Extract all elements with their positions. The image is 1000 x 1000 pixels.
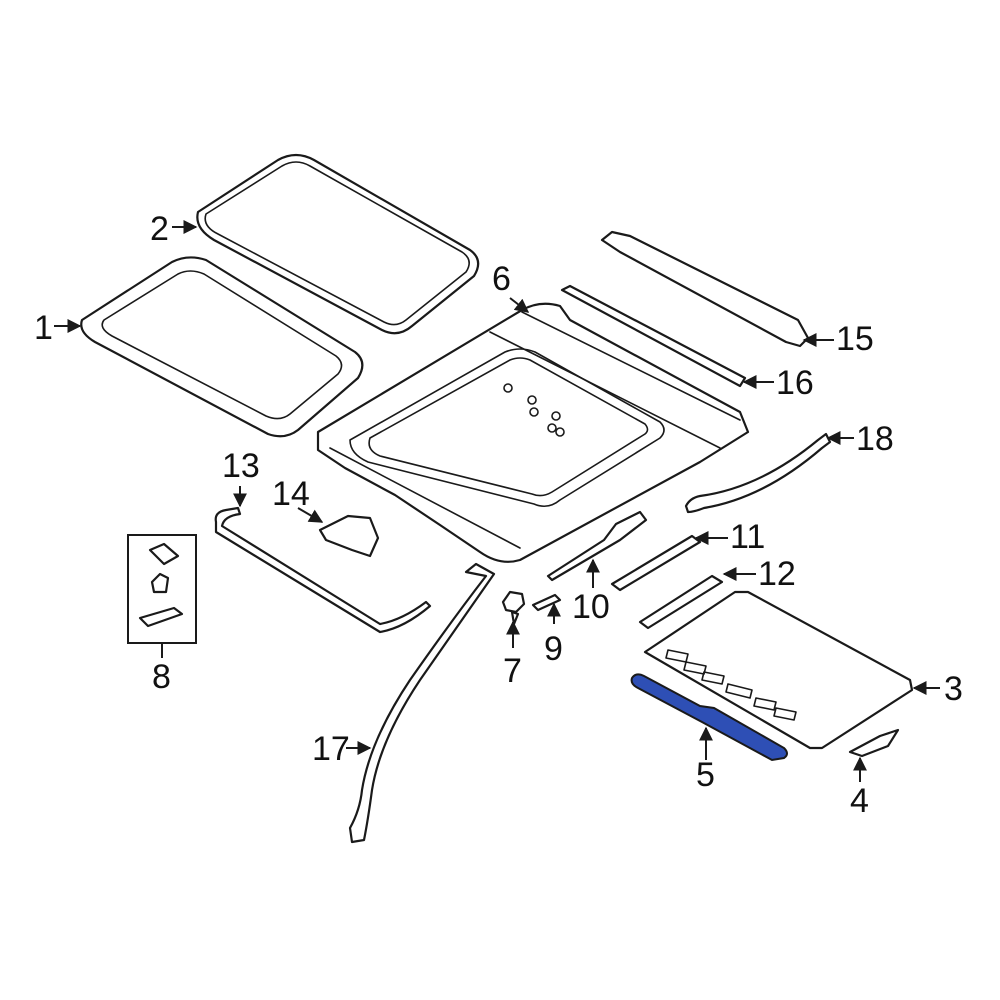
part-11-guide-rail[interactable] — [610, 534, 702, 592]
callout-15[interactable]: 15 — [836, 320, 874, 358]
callout-17[interactable]: 17 — [312, 730, 350, 768]
callout-2[interactable]: 2 — [150, 210, 169, 248]
part-5-sunshade-handle[interactable] — [630, 673, 788, 762]
callout-lines — [54, 220, 940, 782]
callout-labels: 1 2 3 4 5 6 7 8 9 10 11 12 13 14 15 16 1… — [34, 210, 963, 820]
callout-6[interactable]: 6 — [492, 260, 511, 298]
callout-16[interactable]: 16 — [776, 364, 814, 402]
part-7-bolt[interactable] — [501, 590, 526, 626]
callout-7[interactable]: 7 — [503, 652, 522, 690]
part-1-glass-panel[interactable] — [80, 256, 364, 438]
callout-11[interactable]: 11 — [730, 518, 765, 556]
callout-14[interactable]: 14 — [272, 475, 310, 513]
part-9-clip[interactable] — [531, 593, 562, 612]
callout-13[interactable]: 13 — [222, 447, 260, 485]
callout-18[interactable]: 18 — [856, 420, 894, 458]
callout-5[interactable]: 5 — [696, 756, 715, 794]
part-12-guide-rail[interactable] — [638, 574, 724, 630]
part-6-sunroof-frame[interactable] — [316, 302, 750, 563]
part-2-seal[interactable] — [196, 153, 480, 335]
part-4-bracket[interactable] — [848, 728, 900, 758]
part-17-drain-hose[interactable] — [348, 562, 496, 844]
callout-3[interactable]: 3 — [944, 670, 963, 708]
part-3-sunshade[interactable] — [643, 590, 914, 750]
callout-4[interactable]: 4 — [850, 782, 869, 820]
callout-10[interactable]: 10 — [572, 588, 610, 626]
callout-9[interactable]: 9 — [544, 630, 563, 668]
callout-1[interactable]: 1 — [34, 309, 53, 347]
part-10-rail-bracket[interactable] — [546, 510, 648, 582]
part-8-clip-set[interactable] — [127, 534, 197, 644]
callout-8[interactable]: 8 — [152, 658, 171, 696]
callout-12[interactable]: 12 — [758, 555, 796, 593]
part-14-motor[interactable] — [318, 514, 380, 558]
part-13-drain-tube[interactable] — [214, 506, 432, 634]
